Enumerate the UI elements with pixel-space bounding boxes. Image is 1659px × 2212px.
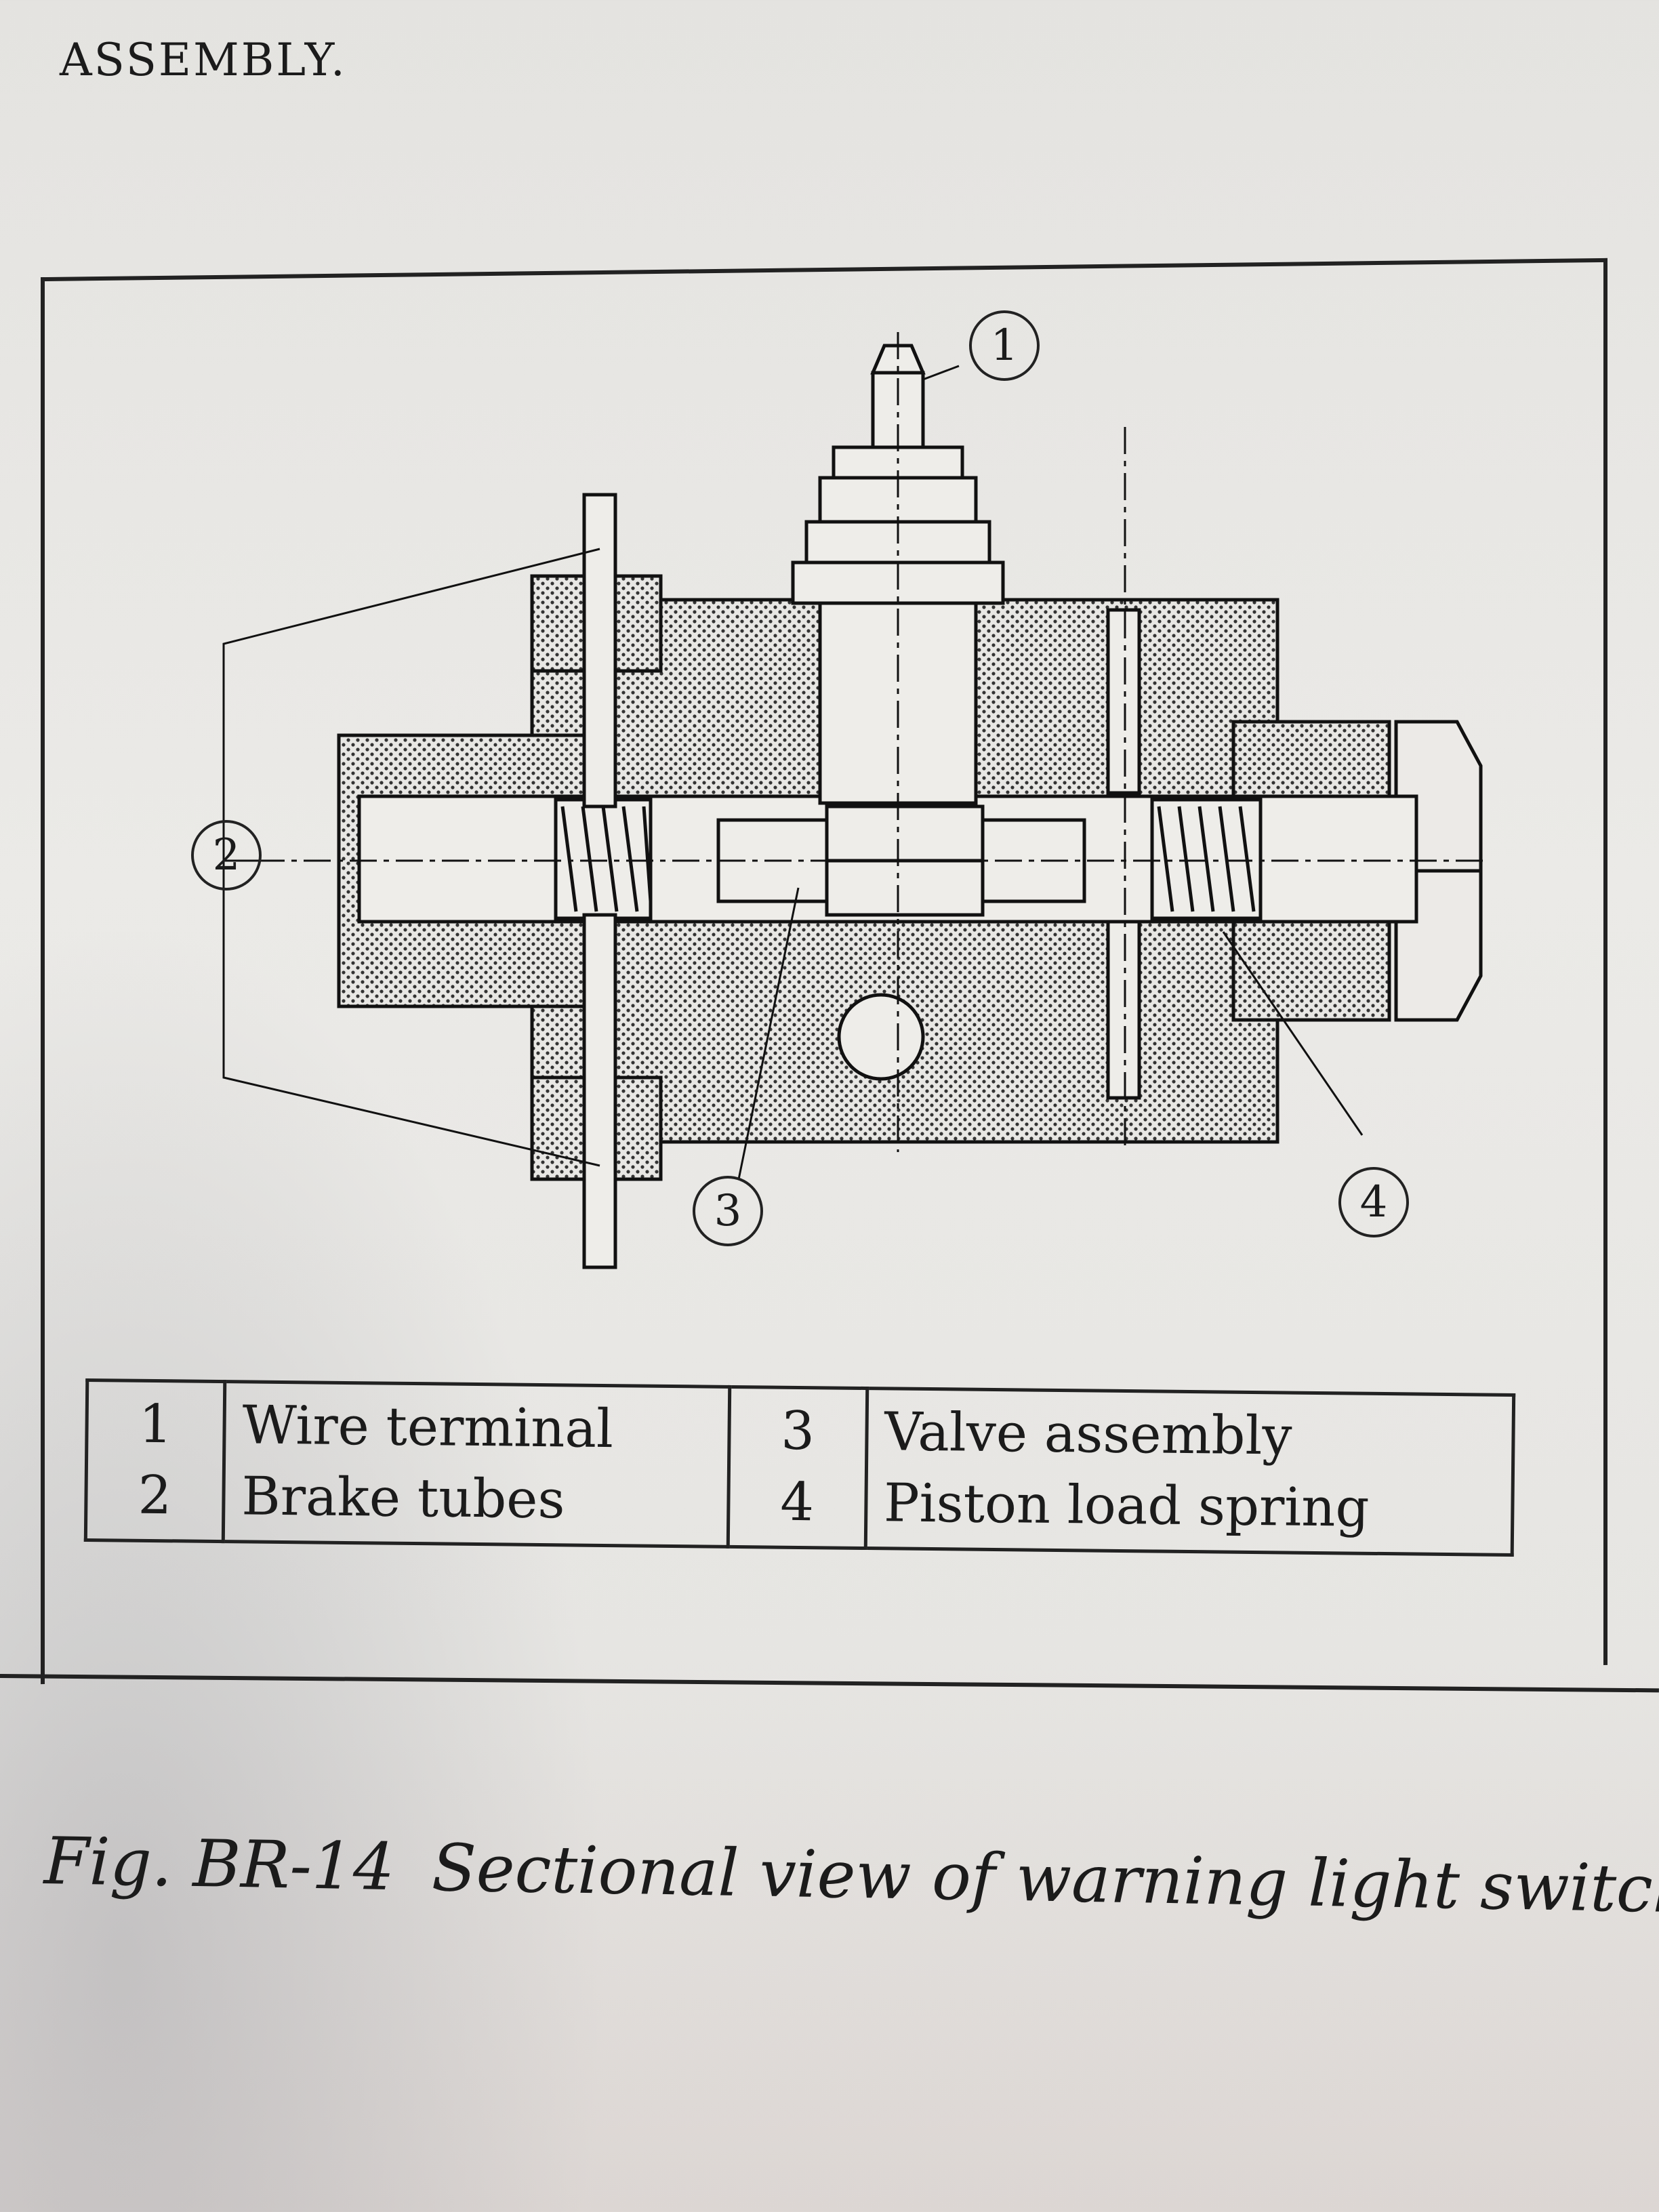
figure-title: Sectional view of warning light switch — [431, 1829, 1659, 1928]
page-shadow — [0, 915, 610, 2212]
parts-legend-table: 1 2 Wire terminal Brake tubes 3 4 Valve … — [84, 1378, 1515, 1557]
callout-2: 2 — [191, 820, 262, 890]
legend-number: 2 — [138, 1465, 172, 1527]
legend-label: Wire terminal — [242, 1395, 614, 1460]
legend-label: Piston load spring — [883, 1473, 1370, 1540]
section-heading-fragment: ASSEMBLY. — [60, 34, 347, 86]
warning-light-switch-drawing — [222, 332, 1484, 1269]
left-spring — [554, 798, 653, 920]
legend-label: Brake tubes — [241, 1466, 565, 1531]
legend-label: Valve assembly — [884, 1401, 1292, 1467]
callout-4: 4 — [1338, 1167, 1409, 1237]
legend-number: 1 — [138, 1393, 173, 1456]
callout-1: 1 — [969, 310, 1040, 381]
legend-number: 3 — [780, 1400, 815, 1462]
brake-tubes — [582, 493, 1141, 1269]
right-spring — [1150, 798, 1263, 920]
callout-3: 3 — [693, 1176, 763, 1246]
legend-number: 4 — [779, 1472, 815, 1534]
legend-row: 1 2 Wire terminal Brake tubes 3 4 Valve … — [85, 1380, 1514, 1555]
figure-number: Fig. BR-14 — [43, 1823, 396, 1906]
